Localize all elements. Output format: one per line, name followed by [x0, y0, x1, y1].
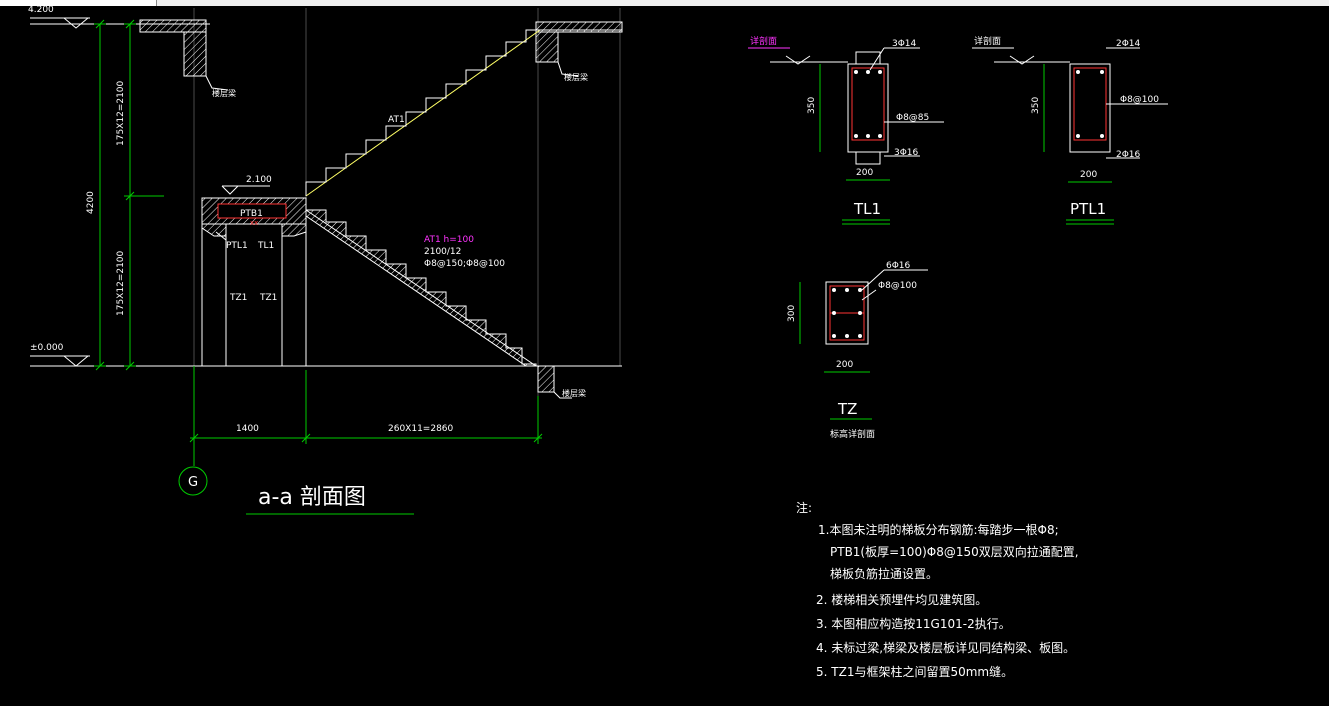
tl1-bottom-bars: 3Φ16 [894, 148, 919, 158]
section-view: 4.200 2.100 ±0.000 楼层梁 楼层梁 [28, 6, 623, 515]
lower-flight-spec-1: 2100/12 [424, 247, 461, 257]
drawing-tab[interactable] [0, 0, 157, 6]
axis-bubble-g: G [178, 466, 208, 496]
dim-landing: 1400 [236, 424, 259, 434]
dim-treads: 260X11=2860 [388, 424, 454, 434]
tl1-top-bars: 3Φ14 [892, 39, 917, 49]
section-title: a-a 剖面图 [258, 485, 366, 510]
note-line-1: 1.本图未注明的梯板分布钢筋:每踏步一根Φ8; [818, 522, 1059, 537]
level-marker-mid: 2.100 [221, 175, 272, 195]
tz-title: TZ [837, 400, 857, 418]
cad-drawing-canvas[interactable]: 4.200 2.100 ±0.000 楼层梁 楼层梁 [0, 6, 1329, 706]
landing-slab-mark: xx [250, 219, 258, 227]
axis-label: G [188, 475, 198, 490]
ptl1-detail: 详剖面 2Φ14 Φ8@100 2Φ16 350 200 PTL1 [972, 35, 1168, 225]
dim-total-height: 4200 [86, 191, 96, 214]
landing-slab: PTB1 xx PTL1 TL1 [201, 197, 307, 251]
ptl1-height: 350 [1031, 97, 1041, 114]
tz-detail: 6Φ16 Φ8@100 300 200 TZ 标高详剖面 [787, 261, 928, 440]
ptl1-level-note: 详剖面 [974, 35, 1001, 47]
tz-subtitle: 标高详剖面 [830, 428, 875, 440]
note-line-3: 梯板负筋拉通设置。 [830, 566, 938, 581]
tz1-label-b: TZ1 [259, 293, 277, 303]
tl1-stirrups: Φ8@85 [896, 113, 929, 123]
lower-flight: AT1 h=100 2100/12 Φ8@150;Φ8@100 [305, 209, 537, 367]
landing-slab-label: PTB1 [240, 209, 263, 219]
tl1-level-note: 详剖面 [750, 35, 777, 47]
tz-bars: 6Φ16 [886, 261, 911, 271]
ptl1-title: PTL1 [1070, 200, 1106, 218]
window-top-bar [0, 0, 1329, 6]
section-title-group: a-a 剖面图 [246, 485, 414, 515]
level-mid-text: 2.100 [246, 175, 272, 185]
ground-beam: 楼层梁 [537, 365, 586, 399]
level-marker-top: 4.200 [28, 6, 90, 29]
tz-stirrups: Φ8@100 [878, 281, 917, 291]
note-line-5: 3. 本图相应构造按11G101-2执行。 [816, 616, 1011, 631]
dim-lower-flight: 175X12=2100 [116, 250, 126, 316]
tz-height: 300 [787, 305, 797, 322]
upper-landing: 楼层梁 [535, 21, 623, 82]
ptl1-bottom-bars: 2Φ16 [1116, 150, 1141, 160]
tl1-title: TL1 [853, 200, 881, 218]
tl1-width: 200 [856, 168, 873, 178]
upper-flight-label: AT1 [388, 115, 405, 125]
tl1-detail: 详剖面 3Φ14 Φ8@85 3Φ16 350 200 TL1 [748, 35, 944, 225]
floor-beam-label-3: 楼层梁 [562, 388, 586, 398]
dim-upper-flight: 175X12=2100 [116, 80, 126, 146]
tl1-label: TL1 [257, 241, 274, 251]
floor-beam-label-2: 楼层梁 [564, 72, 588, 82]
note-line-4: 2. 楼梯相关预埋件均见建筑图。 [816, 592, 987, 607]
tz1-columns [201, 228, 307, 366]
ptl1-width: 200 [1080, 170, 1097, 180]
tz1-label-a: TZ1 [229, 293, 247, 303]
upper-flight: AT1 [305, 29, 541, 197]
note-line-7: 5. TZ1与框架柱之间留置50mm缝。 [816, 664, 1013, 679]
tl1-height: 350 [807, 97, 817, 114]
level-marker-ground: ±0.000 [30, 343, 90, 367]
vertical-dimensions [94, 19, 164, 371]
general-notes: 注: 1.本图未注明的梯板分布钢筋:每踏步一根Φ8; PTB1(板厚=100)Φ… [796, 500, 1079, 679]
lower-flight-label: AT1 h=100 [424, 235, 474, 245]
ptl1-label: PTL1 [226, 241, 248, 251]
lower-flight-spec-2: Φ8@150;Φ8@100 [424, 259, 505, 269]
horizontal-dimensions [189, 366, 543, 466]
ptl1-top-bars: 2Φ14 [1116, 39, 1141, 49]
notes-heading: 注: [796, 500, 812, 515]
floor-beam-label-1: 楼层梁 [212, 88, 236, 98]
level-top-text: 4.200 [28, 6, 54, 15]
note-line-6: 4. 未标过梁,梯梁及楼层板详见同结构梁、板图。 [816, 640, 1075, 655]
tz-width: 200 [836, 360, 853, 370]
level-ground-text: ±0.000 [30, 343, 64, 353]
top-floor-slab: 楼层梁 [139, 19, 236, 98]
ptl1-stirrups: Φ8@100 [1120, 95, 1159, 105]
note-line-2: PTB1(板厚=100)Φ8@150双层双向拉通配置, [830, 544, 1079, 559]
